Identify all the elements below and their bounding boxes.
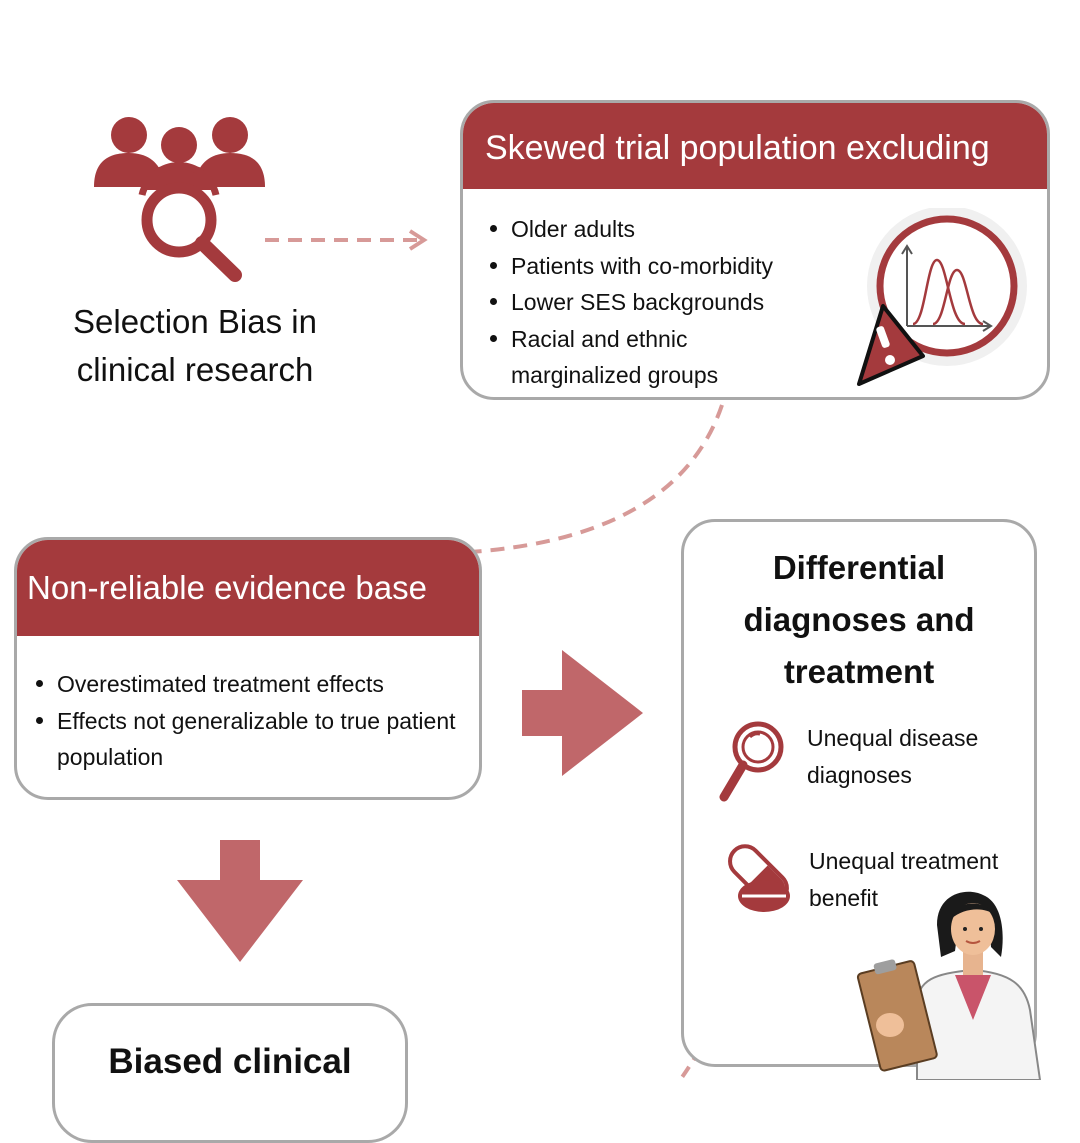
magnifier-icon — [719, 721, 784, 802]
diagnoses-line1: Unequal disease — [807, 725, 979, 751]
list-item: Patients with co-morbidity — [487, 248, 773, 285]
selection-label-line1: Selection Bias in — [73, 303, 317, 340]
selection-bias-label: Selection Bias in clinical research — [40, 298, 350, 394]
diagnoses-line2: diagnoses — [807, 762, 912, 788]
biased-card-title: Biased clinical — [108, 1042, 352, 1081]
list-item: Lower SES backgrounds — [487, 284, 773, 321]
differential-title-line3: treatment — [783, 653, 935, 690]
evidence-base-card: Non-reliable evidence base Overestimated… — [14, 537, 482, 800]
list-item: Overestimated treatment effects — [33, 666, 457, 703]
list-item: Older adults — [487, 211, 773, 248]
doctor-illustration — [856, 891, 1042, 1080]
evidence-card-title: Non-reliable evidence base — [17, 540, 479, 636]
connector-layer — [177, 229, 724, 1080]
dashed-curve-connector — [469, 404, 724, 554]
differential-title-line2: diagnoses and — [743, 601, 975, 638]
differential-title-line1: Differential — [772, 549, 946, 586]
list-item: Effects not generalizable to true patien… — [33, 703, 457, 776]
selection-label-line2: clinical research — [76, 351, 314, 388]
people-magnifier-icon — [94, 117, 265, 282]
treatment-line1: Unequal treatment — [809, 848, 999, 874]
distribution-chart-warning-icon — [857, 208, 1027, 386]
list-item: Racial and ethnic marginalized groups — [487, 321, 771, 394]
differential-title: Differential diagnoses and treatment — [684, 542, 1034, 698]
differential-item-diagnoses: Unequal disease diagnoses — [807, 720, 978, 794]
arrow-right-big — [522, 650, 643, 776]
arrow-down-big — [177, 840, 303, 962]
pills-icon — [728, 844, 790, 912]
biased-clinical-card: Biased clinical — [52, 1003, 408, 1143]
dashed-arrowhead — [408, 229, 428, 251]
treatment-line2: benefit — [809, 885, 879, 911]
skewed-list: Older adults Patients with co-morbidity … — [487, 211, 773, 394]
evidence-list: Overestimated treatment effects Effects … — [33, 666, 457, 776]
skewed-population-card: Skewed trial population excluding Older … — [460, 100, 1050, 400]
skewed-card-title: Skewed trial population excluding — [463, 103, 1047, 189]
differential-item-treatment: Unequal treatment benefit — [809, 843, 998, 917]
